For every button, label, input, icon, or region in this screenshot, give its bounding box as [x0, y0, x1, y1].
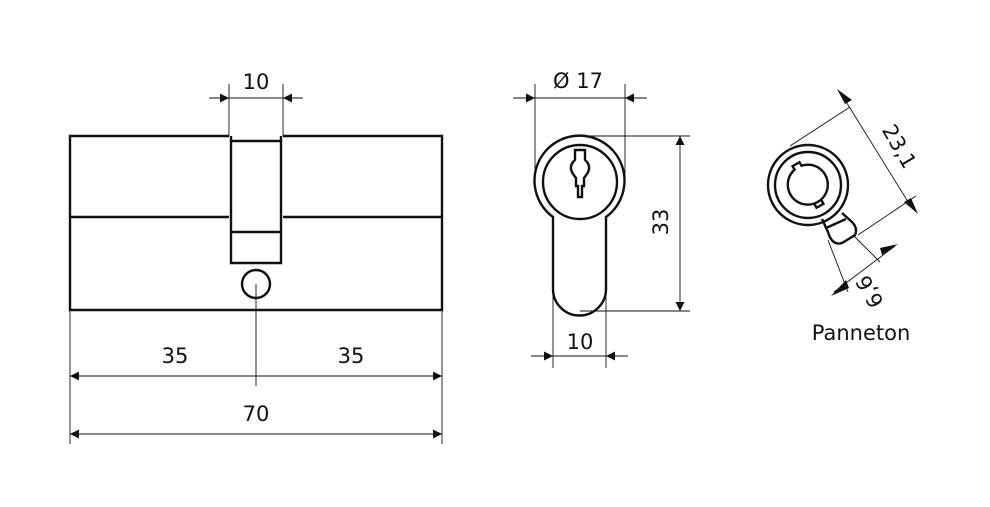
profile-view: Ø 17 33 10 [513, 69, 690, 368]
cam-width-dimension: 10 [243, 70, 270, 94]
cam-length-dimension: 23,1 [877, 120, 921, 173]
total-length-dimension: 70 [243, 402, 270, 426]
cam-view: 23,1 6,6 Panneton [766, 89, 921, 345]
height-dimension: 33 [649, 209, 673, 236]
right-length-dimension: 35 [338, 344, 365, 368]
cylinder-body [68, 134, 444, 312]
diameter-dimension: Ø 17 [553, 69, 603, 93]
cam-caption: Panneton [812, 321, 911, 345]
profile-outline [533, 134, 626, 317]
cam-slot [229, 136, 283, 265]
keyhole [569, 148, 591, 199]
cam-tab [820, 212, 858, 245]
side-view: 10 35 35 70 [68, 70, 444, 444]
bottom-width-dimension: 10 [567, 330, 594, 354]
cam-width-dimension: 6,6 [851, 271, 888, 312]
left-length-dimension: 35 [162, 344, 189, 368]
spindle-keyway [786, 160, 829, 210]
